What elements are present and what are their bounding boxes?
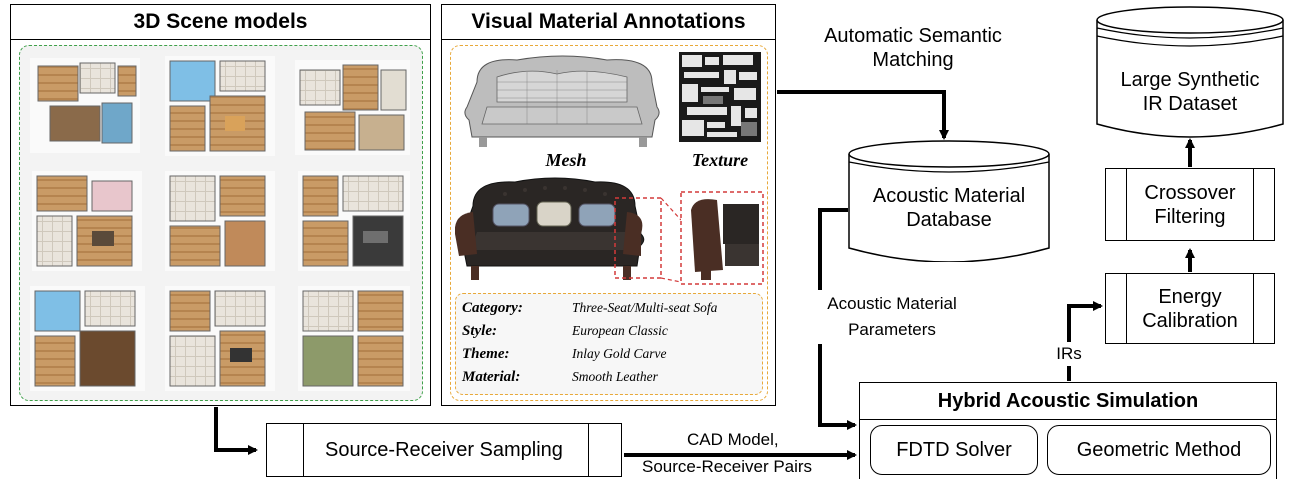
arrow-annotations-to-database: [777, 90, 949, 140]
sampling-label: Source-Receiver Sampling: [325, 439, 563, 461]
database-line1: Acoustic Material: [872, 185, 1026, 207]
energy-right-bar: [1253, 274, 1254, 343]
sampling-left-bar: [303, 424, 304, 476]
annotation-box: Category: Three-Seat/Multi-seat Sofa Sty…: [455, 293, 763, 395]
material-params-line2: Parameters: [848, 320, 936, 339]
source-receiver-sampling-box: Source-Receiver Sampling: [266, 423, 622, 477]
energy-calibration-box: Energy Calibration: [1105, 273, 1275, 344]
floor-plan-images: [30, 56, 410, 391]
acoustic-material-database: Acoustic Material Database: [848, 140, 1050, 262]
synthetic-ir-dataset: Large Synthetic IR Dataset: [1096, 6, 1284, 138]
crossover-left-bar: [1126, 169, 1127, 240]
annotation-row-theme: Theme: Inlay Gold Carve: [462, 346, 758, 366]
material-params-line1: Acoustic Material: [827, 294, 957, 313]
dataset-cylinder-shape: [1096, 6, 1284, 138]
scene-models-title: 3D Scene models: [11, 5, 430, 40]
annotation-key: Theme:: [462, 346, 510, 362]
crossover-filtering-box: Crossover Filtering: [1105, 168, 1275, 241]
energy-line1: Energy: [1158, 285, 1222, 308]
mesh-sofa-image: [464, 55, 660, 147]
hybrid-simulation-box: Hybrid Acoustic Simulation FDTD Solver G…: [859, 382, 1277, 479]
fdtd-solver-box: FDTD Solver: [870, 425, 1038, 475]
crossover-right-bar: [1253, 169, 1254, 240]
geometric-method-box: Geometric Method: [1047, 425, 1271, 475]
semantic-matching-line2: Matching: [872, 49, 954, 71]
crossover-line1: Crossover: [1144, 181, 1236, 204]
annotation-frame: Mesh Texture: [450, 45, 768, 401]
energy-left-bar: [1126, 274, 1127, 343]
annotation-row-style: Style: European Classic: [462, 323, 758, 343]
semantic-matching-label: Automatic Semantic Matching: [800, 22, 1026, 74]
cad-model-label: CAD Model,: [687, 430, 779, 449]
annotation-value: Inlay Gold Carve: [572, 346, 667, 361]
texture-label: Texture: [691, 149, 749, 170]
textured-sofa-image: [455, 177, 764, 285]
simulation-title: Hybrid Acoustic Simulation: [860, 383, 1276, 420]
annotation-key: Material:: [462, 369, 521, 385]
database-cylinder-shape: [848, 140, 1050, 262]
dataset-line1: Large Synthetic: [1120, 69, 1260, 91]
material-annotations-title: Visual Material Annotations: [442, 5, 775, 40]
dataset-line2: IR Dataset: [1142, 93, 1238, 115]
annotation-value: European Classic: [572, 323, 668, 338]
database-line2: Database: [906, 209, 992, 231]
annotation-key: Category:: [462, 300, 523, 316]
source-receiver-pairs-label: Source-Receiver Pairs: [642, 457, 813, 476]
mesh-label: Mesh: [545, 149, 587, 170]
scene-models-panel: 3D Scene models: [10, 4, 431, 406]
annotation-key: Style:: [462, 323, 497, 339]
annotation-row-category: Category: Three-Seat/Multi-seat Sofa: [462, 300, 758, 320]
annotation-row-material: Material: Smooth Leather: [462, 369, 758, 389]
annotation-value: Smooth Leather: [572, 369, 658, 384]
scene-models-grid: [19, 45, 423, 401]
crossover-line2: Filtering: [1154, 205, 1226, 228]
arrow-scenes-to-sampling: [214, 407, 258, 455]
texture-atlas-image: [679, 52, 761, 142]
irs-label: IRs: [1048, 342, 1090, 366]
material-params-label: Acoustic Material Parameters: [812, 290, 972, 344]
material-annotations-panel: Visual Material Annotations: [441, 4, 776, 406]
annotation-value: Three-Seat/Multi-seat Sofa: [572, 300, 718, 315]
energy-line2: Calibration: [1142, 309, 1238, 332]
sampling-right-bar: [588, 424, 589, 476]
semantic-matching-line1: Automatic Semantic: [824, 25, 1002, 47]
